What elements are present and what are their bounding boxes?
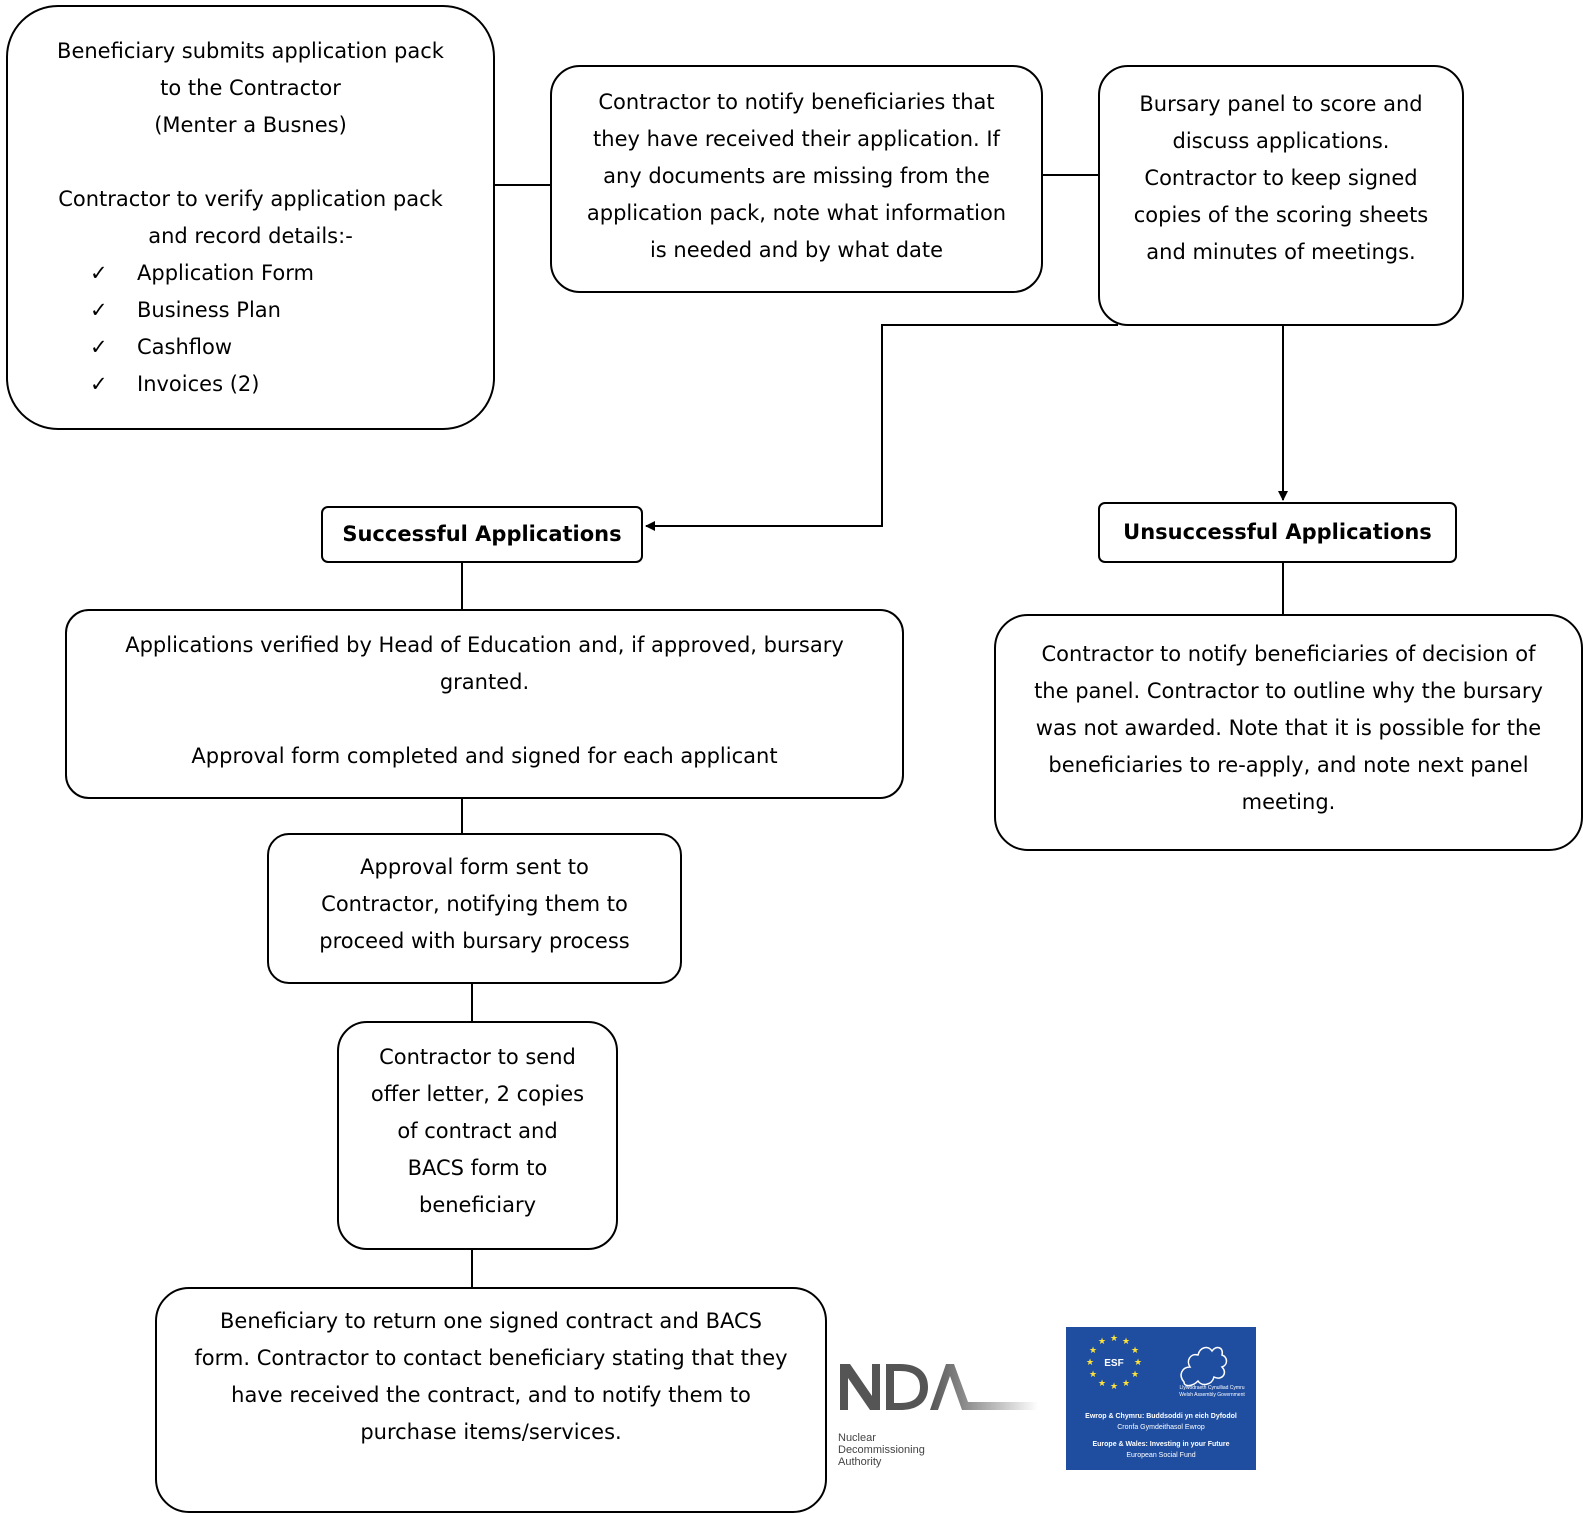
esf-stars-dragon-icon: ★★★ ★★★ ★★★ ★★★ ESF: [1086, 1334, 1228, 1392]
box8-line: beneficiaries to re-apply, and note next…: [1048, 753, 1529, 777]
box8-line: the panel. Contractor to outline why the…: [1034, 679, 1543, 703]
box2-line: Contractor to notify beneficiaries that: [598, 90, 995, 114]
successful-applications-header: Successful Applications: [321, 506, 643, 563]
checklist-item: ✓Business Plan: [8, 292, 493, 329]
svg-text:★: ★: [1086, 1358, 1094, 1368]
svg-text:★: ★: [1098, 1337, 1106, 1347]
box3-line: discuss applications.: [1172, 129, 1390, 153]
box2-line: any documents are missing from the: [603, 164, 990, 188]
box7-line: have received the contract, and to notif…: [231, 1383, 751, 1407]
checklist-item: ✓Cashflow: [8, 329, 493, 366]
unsuccessful-applications-label: Unsuccessful Applications: [1123, 520, 1432, 544]
box7-line: Beneficiary to return one signed contrac…: [220, 1309, 762, 1333]
box3-line: copies of the scoring sheets: [1133, 203, 1429, 227]
box1-line: and record details:-: [148, 224, 353, 248]
nda-mark-icon: [840, 1364, 1038, 1410]
esf-welsh-gov-text: Llywodraeth Cynulliad Cymru Welsh Assemb…: [1179, 1385, 1245, 1398]
box4-line: granted.: [439, 670, 530, 694]
box1-line: (Menter a Busnes): [154, 113, 347, 137]
box5-line: proceed with bursary process: [319, 929, 630, 953]
box2-line: application pack, note what information: [586, 201, 1007, 225]
check-icon: ✓: [90, 261, 108, 285]
arrow-to-successful: [645, 324, 1118, 531]
box3-line: Contractor to keep signed: [1144, 166, 1418, 190]
nda-logo-text: Nuclear Decommissioning Authority: [838, 1432, 925, 1468]
offer-letter-box: Contractor to send offer letter, 2 copie…: [337, 1021, 618, 1250]
box2-line: they have received their application. If: [593, 127, 1000, 151]
notify-decision-box: Contractor to notify beneficiaries of de…: [994, 614, 1583, 851]
check-icon: ✓: [90, 335, 108, 359]
box8-line: Contractor to notify beneficiaries of de…: [1041, 642, 1536, 666]
checklist-item: ✓Invoices (2): [8, 366, 493, 403]
svg-text:★: ★: [1110, 1382, 1118, 1392]
box1-line: Beneficiary submits application pack: [57, 39, 444, 63]
svg-text:★: ★: [1122, 1337, 1130, 1347]
box7-line: purchase items/services.: [360, 1420, 622, 1444]
svg-text:★: ★: [1122, 1379, 1130, 1389]
box6-line: offer letter, 2 copies: [370, 1082, 585, 1106]
svg-text:★: ★: [1098, 1379, 1106, 1389]
check-icon: ✓: [90, 298, 108, 322]
box6-line: BACS form to: [407, 1156, 548, 1180]
svg-text:★: ★: [1110, 1334, 1118, 1344]
svg-text:ESF: ESF: [1104, 1358, 1123, 1369]
box5-line: Approval form sent to: [360, 855, 589, 879]
box1-line: to the Contractor: [160, 76, 341, 100]
nda-logo: Nuclear Decommissioning Authority: [838, 1358, 1038, 1468]
box7-line: form. Contractor to contact beneficiary …: [194, 1346, 788, 1370]
box8-line: was not awarded. Note that it is possibl…: [1035, 716, 1542, 740]
bursary-panel-box: Bursary panel to score and discuss appli…: [1098, 65, 1464, 326]
box6-line: beneficiary: [418, 1193, 537, 1217]
box4-line: Applications verified by Head of Educati…: [125, 633, 844, 657]
svg-text:★: ★: [1134, 1358, 1142, 1368]
box6-line: Contractor to send: [379, 1045, 576, 1069]
approval-form-sent-box: Approval form sent to Contractor, notify…: [267, 833, 682, 984]
box3-line: Bursary panel to score and: [1139, 92, 1423, 116]
verification-box: Applications verified by Head of Educati…: [65, 609, 904, 799]
box3-line: and minutes of meetings.: [1146, 240, 1416, 264]
box6-line: of contract and: [397, 1119, 558, 1143]
box1-line: Contractor to verify application pack: [58, 187, 443, 211]
application-submission-box: Beneficiary submits application pack to …: [6, 5, 495, 430]
checklist-item: ✓Application Form: [8, 255, 493, 292]
svg-text:★: ★: [1089, 1346, 1097, 1356]
notify-receipt-box: Contractor to notify beneficiaries that …: [550, 65, 1043, 293]
box4-line: Approval form completed and signed for e…: [191, 744, 778, 768]
document-checklist: ✓Application Form ✓Business Plan ✓Cashfl…: [8, 255, 493, 403]
box8-line: meeting.: [1241, 790, 1336, 814]
svg-text:★: ★: [1131, 1370, 1139, 1380]
check-icon: ✓: [90, 372, 108, 396]
esf-tagline-text: Ewrop & Chymru: Buddsoddi yn eich Dyfodo…: [1085, 1413, 1237, 1459]
svg-text:★: ★: [1131, 1346, 1139, 1356]
box5-line: Contractor, notifying them to: [321, 892, 628, 916]
unsuccessful-applications-header: Unsuccessful Applications: [1098, 502, 1457, 563]
successful-applications-label: Successful Applications: [342, 522, 622, 546]
esf-logo: ★★★ ★★★ ★★★ ★★★ ESF Llywodraeth Cynullia…: [1066, 1327, 1256, 1470]
box2-line: is needed and by what date: [649, 238, 944, 262]
svg-text:★: ★: [1089, 1370, 1097, 1380]
return-contract-box: Beneficiary to return one signed contrac…: [155, 1287, 827, 1513]
